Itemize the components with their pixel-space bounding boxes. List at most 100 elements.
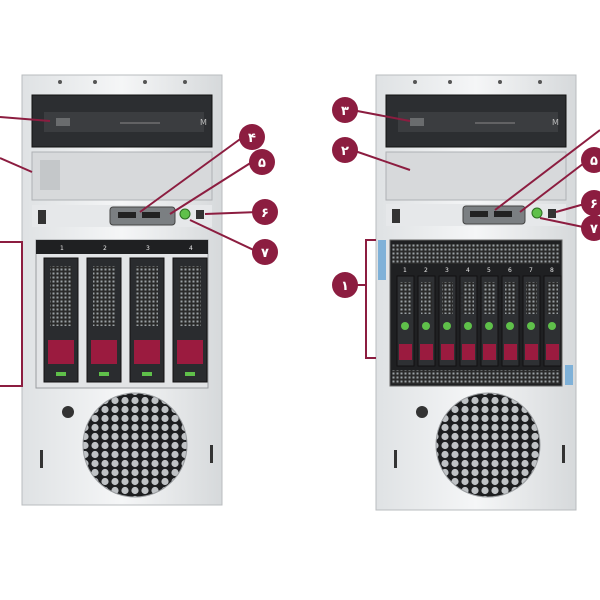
left-drive-bay-3[interactable]: [129, 257, 165, 383]
right-chassis-lock[interactable]: [416, 406, 428, 418]
left-lock-slot: [38, 210, 46, 224]
screw: [143, 80, 147, 84]
left-callouts: ۴ ۵ ۶ ۷: [0, 116, 278, 265]
eject-button[interactable]: [56, 118, 70, 126]
leader-line: [0, 157, 33, 173]
right-callout-2: [332, 137, 358, 163]
left-drive-bay-1[interactable]: [43, 257, 79, 383]
bay-number: 3: [146, 245, 150, 252]
leader-line: [204, 211, 259, 215]
bay-number: 3: [445, 267, 449, 274]
right-blue-latch[interactable]: [378, 240, 386, 280]
bay-number: 6: [508, 267, 512, 274]
left-blank-bay: [31, 151, 213, 201]
screw: [58, 80, 62, 84]
left-optical-drive-label: M: [200, 118, 207, 127]
right-drive-bay-5[interactable]: [480, 275, 499, 367]
right-callouts: ۳ ۲ ۵ ۶ ۷ ۱: [332, 97, 600, 359]
cage-top-bar: [36, 240, 208, 254]
left-callout-4-label: ۴: [248, 131, 256, 146]
leader-line: [189, 219, 259, 253]
right-callout-5-label: ۵: [590, 154, 598, 169]
leader-line: [494, 129, 600, 211]
right-drive-bay-4[interactable]: [459, 275, 478, 367]
left-fan-grille: [82, 392, 188, 498]
right-callout-7-label: ۷: [590, 222, 598, 237]
bay-number: 5: [487, 267, 491, 274]
eject-button[interactable]: [410, 118, 424, 126]
right-callout-6: [581, 190, 600, 216]
bay-number: 4: [189, 245, 193, 252]
screw: [498, 80, 502, 84]
right-optical-drive-label: M: [552, 118, 559, 127]
right-drive-bay-6[interactable]: [501, 275, 520, 367]
right-callout-7: [581, 215, 600, 241]
right-uid-button[interactable]: [548, 209, 556, 218]
left-callout-5-label: ۵: [258, 156, 266, 171]
leader-line: [539, 217, 589, 229]
right-callout-2-label: ۲: [341, 144, 349, 159]
screw: [93, 80, 97, 84]
right-callout-3: [332, 97, 358, 123]
bay-number: 2: [424, 267, 428, 274]
right-callout-1-label: ۱: [341, 279, 349, 294]
bay-number: 8: [550, 267, 554, 274]
blank-bay-latch: [40, 160, 60, 190]
left-callout-7: [252, 239, 278, 265]
usb-port[interactable]: [494, 211, 512, 217]
optical-tray: [398, 112, 558, 132]
right-fan-grille: [435, 392, 541, 498]
right-drive-bracket: [365, 239, 376, 359]
vent-slot: [394, 450, 397, 468]
bay-number: 1: [403, 267, 407, 274]
right-power-led[interactable]: [531, 207, 543, 219]
right-server: M 1 2 3 4 5 6 7 8: [375, 74, 577, 511]
left-callout-7-label: ۷: [261, 246, 269, 261]
bay-number: 2: [103, 245, 107, 252]
right-drive-bay-7[interactable]: [522, 275, 541, 367]
leader-line: [169, 161, 253, 215]
left-callout-6: [252, 199, 278, 225]
screw: [448, 80, 452, 84]
screw: [183, 80, 187, 84]
leader-line: [519, 159, 589, 213]
left-power-led[interactable]: [179, 208, 191, 220]
bay-number: 7: [529, 267, 533, 274]
right-cage-vent: [392, 244, 560, 264]
right-blue-latch[interactable]: [565, 365, 573, 385]
right-lock-slot: [392, 209, 400, 223]
vent-slot: [40, 450, 43, 468]
left-drive-bay-2[interactable]: [86, 257, 122, 383]
usb-port[interactable]: [470, 211, 488, 217]
right-cage-bottom-vent: [392, 370, 560, 384]
left-drive-bay-4[interactable]: [172, 257, 208, 383]
screw: [538, 80, 542, 84]
right-bay-numbers: 1 2 3 4 5 6 7 8: [403, 267, 554, 274]
left-callout-5: [249, 149, 275, 175]
right-drive-bay-8[interactable]: [543, 275, 562, 367]
right-drive-bay-1[interactable]: [396, 275, 415, 367]
usb-port[interactable]: [142, 212, 160, 218]
leader-line: [351, 149, 411, 171]
leader-line: [351, 109, 411, 122]
optical-tray: [44, 112, 204, 132]
leader-line: [139, 136, 244, 213]
bay-number: 1: [60, 245, 64, 252]
right-drive-bay-3[interactable]: [438, 275, 457, 367]
left-server: M 1 2 3 4: [0, 74, 223, 506]
left-uid-button[interactable]: [196, 210, 204, 219]
right-sff-drives: [396, 275, 562, 367]
left-drive-bracket: [0, 241, 23, 387]
right-callout-3-label: ۳: [341, 104, 349, 119]
right-drive-bay-2[interactable]: [417, 275, 436, 367]
right-callout-1: [332, 272, 358, 298]
usb-port[interactable]: [118, 212, 136, 218]
left-callout-6-label: ۶: [261, 206, 269, 221]
left-callout-4: [239, 124, 265, 150]
vent-slot: [210, 445, 213, 463]
right-callout-5: [581, 147, 600, 173]
screw: [413, 80, 417, 84]
left-chassis-lock[interactable]: [62, 406, 74, 418]
leader-line: [0, 116, 51, 122]
